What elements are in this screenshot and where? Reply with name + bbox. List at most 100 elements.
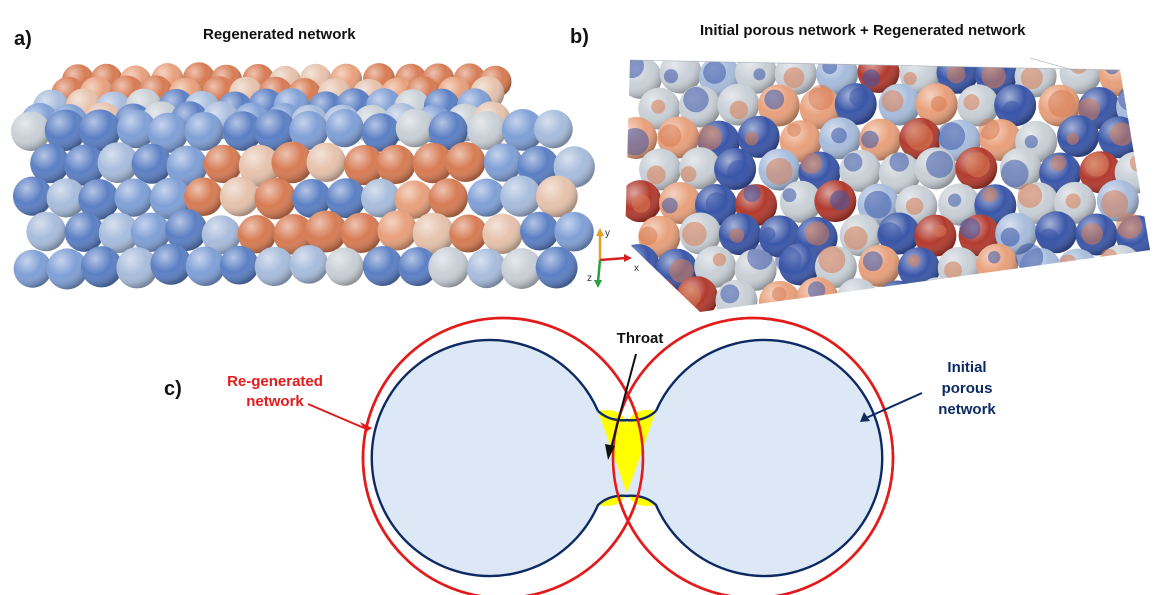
sphere-shading [428, 111, 468, 151]
throat-schematic: Throat Re-generated network Initial poro… [227, 316, 996, 595]
voxel-sphere-shading [878, 152, 921, 195]
sphere-shading [340, 212, 382, 254]
sphere-shading [428, 246, 469, 288]
voxel-sphere-shading [999, 280, 1042, 312]
voxel-patch [727, 159, 751, 184]
voxel-sphere-shading [898, 247, 941, 290]
regenerated-circle-right-outline [611, 316, 895, 595]
voxel-patch [831, 127, 847, 144]
sphere-shading [219, 176, 260, 217]
voxel-patch [696, 125, 722, 151]
voxel-patch [1084, 152, 1110, 177]
sphere-shading [64, 212, 105, 252]
initial-pore-left [370, 338, 629, 578]
voxel-sphere [954, 277, 997, 312]
voxel-patch [907, 254, 921, 267]
voxel-patch [1100, 190, 1129, 218]
voxel-patch [959, 218, 981, 240]
sphere-shading [325, 247, 364, 286]
sphere-shading [501, 248, 543, 289]
sphere-shading [149, 177, 192, 220]
sphere-shading [271, 141, 313, 184]
voxel-patch [661, 197, 678, 214]
voxel-patch [890, 292, 906, 308]
initial-label-line2: porous [942, 380, 993, 397]
sphere-shading [254, 177, 297, 220]
panel-b-box-edges [629, 57, 1121, 73]
voxel-sphere-shading [1036, 275, 1079, 312]
sphere-shading [222, 111, 263, 151]
sphere-shading [150, 243, 192, 285]
throat-wall-upper-right [625, 410, 657, 422]
initial-label-line1: Initial [947, 359, 986, 376]
voxel-patch [843, 152, 863, 172]
voxel-patch [881, 90, 904, 113]
sphere-shading [46, 178, 86, 218]
voxel-patch [805, 221, 830, 246]
axis-triad: y x z [587, 228, 639, 288]
sphere-shading [306, 142, 346, 182]
voxel-patch [744, 131, 759, 146]
voxel-sphere-shading [1056, 248, 1099, 291]
voxel-patch [775, 246, 802, 274]
voxel-patch [743, 184, 761, 202]
sphere-shading [114, 178, 153, 217]
sphere-shading [326, 178, 366, 219]
voxel-patch [703, 61, 727, 84]
voxel-sphere-shading [859, 118, 902, 161]
voxel-patch [864, 190, 892, 219]
sphere-shading [304, 210, 347, 253]
sphere-shading [273, 214, 315, 255]
voxel-patch [1015, 243, 1044, 272]
voxel-patch [965, 152, 990, 178]
sphere-shading [80, 246, 123, 288]
sphere-shading [482, 213, 523, 254]
z-axis-label: z [587, 273, 592, 284]
sphere-shading [362, 246, 403, 287]
voxel-patch [930, 95, 947, 112]
voxel-patch [1104, 60, 1120, 75]
voxel-patch [808, 84, 834, 111]
regenerated-label-line1: Re-generated [227, 373, 323, 390]
throat-pointer-arrow [610, 353, 637, 449]
sphere-shading [361, 113, 400, 152]
voxel-patch [818, 246, 846, 274]
voxel-patch [948, 193, 962, 207]
regenerated-pointer-arrowhead [360, 422, 372, 432]
sphere-shading [64, 144, 106, 186]
sphere-shading [237, 215, 277, 254]
voxel-sphere [1076, 276, 1119, 312]
sphere-shading [394, 180, 434, 219]
voxel-patch [683, 86, 709, 113]
voxel-patch [807, 281, 826, 299]
panel-a-title: Regenerated network [203, 26, 356, 43]
voxel-patch [944, 261, 963, 280]
voxel-patch [1020, 66, 1043, 90]
sphere-shading [289, 110, 329, 150]
voxel-patch [1002, 285, 1028, 310]
sphere-shading [289, 245, 329, 284]
sphere-shading [44, 109, 87, 151]
voxel-sphere-shading [737, 115, 780, 158]
voxel-patch [822, 60, 838, 75]
voxel-patch [682, 221, 707, 247]
voxel-patch [1081, 223, 1104, 245]
voxel-sphere-shading [914, 214, 957, 257]
voxel-sphere [1116, 280, 1150, 312]
throat-wall-upper-left [597, 410, 629, 422]
sphere-shading [398, 247, 438, 287]
voxel-patch [849, 87, 869, 108]
sphere-shading [325, 109, 364, 148]
voxel-sphere-shading [658, 182, 701, 225]
voxel-patch [663, 69, 679, 84]
voxel-sphere-shading [916, 277, 959, 312]
voxel-patch [765, 157, 793, 185]
voxel-sphere [1036, 275, 1079, 312]
voxel-patch [1000, 227, 1020, 247]
voxel-patch [705, 192, 728, 214]
voxel-patch [978, 118, 1000, 140]
voxel-patch [1059, 254, 1077, 272]
sphere-shading [467, 111, 507, 150]
voxel-patch [764, 89, 785, 110]
